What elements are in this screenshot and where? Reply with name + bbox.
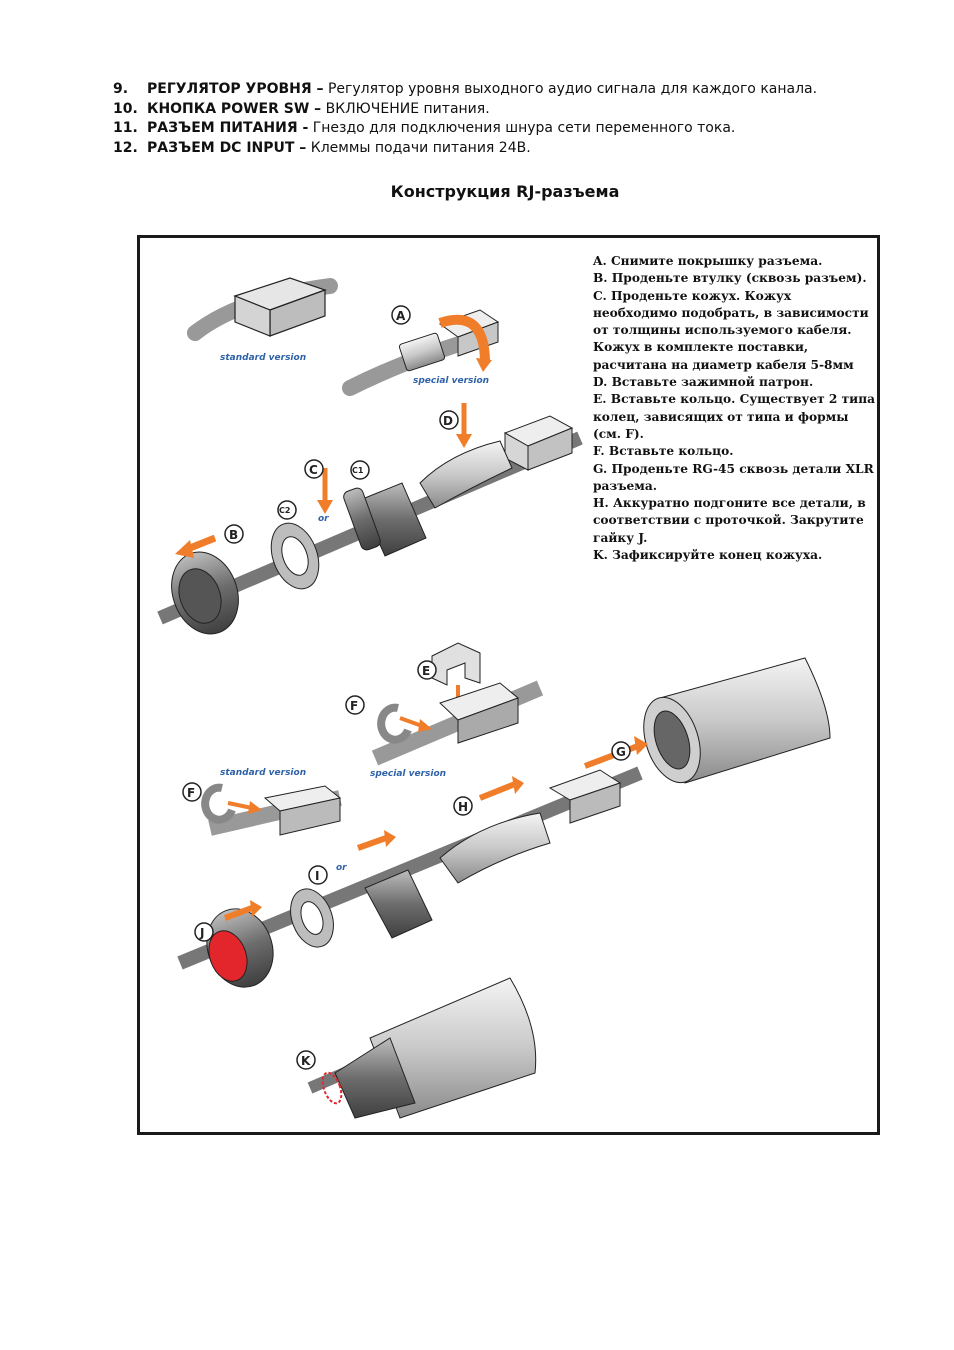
label-c1: C1 [352, 466, 364, 475]
item-description: Гнездо для подключения шнура сети переме… [308, 120, 736, 136]
caption-special-version-mid: special version [370, 769, 446, 779]
item-description: ВКЛЮЧЕНИЕ питания. [321, 100, 490, 117]
step-f: F. Вставьте кольцо. [593, 444, 734, 459]
caption-or: or [318, 514, 329, 524]
item-description: Регулятор уровня выходного аудио сигнала… [323, 81, 818, 97]
label-i: I [315, 869, 319, 883]
step-k: K. Зафиксируйте конец кожуха. [593, 548, 823, 563]
special-plug-step-a [342, 309, 500, 396]
label-b: B [229, 528, 238, 542]
step-g: G. Проденьте RG-45 сквозь детали XLR раз… [593, 461, 874, 493]
list-item: 12. РАЗЪЕМ DC INPUT – Клеммы подачи питан… [113, 139, 817, 159]
item-term: КНОПКА POWER SW – [147, 100, 322, 117]
label-c2: C2 [279, 506, 290, 515]
list-item: 10. КНОПКА POWER SW – ВКЛЮЧЕНИЕ питания. [113, 100, 817, 120]
exploded-assembly-bottom [177, 657, 831, 988]
caption-standard-version: standard version [220, 353, 306, 363]
special-version-ring-detail [371, 642, 544, 766]
label-d: D [443, 414, 453, 428]
item-number: 10. [113, 100, 138, 117]
standard-version-ring-detail [201, 783, 342, 836]
item-term: РАЗЪЕМ ПИТАНИЯ - [147, 120, 309, 136]
item-number: 11. [113, 120, 138, 136]
step-b: B. Проденьте втулку (сквозь разъем). [593, 271, 867, 286]
assembled-connector-k [307, 977, 537, 1119]
step-c: C. Проденьте кожух. Кожух необходимо под… [593, 288, 869, 372]
assembly-steps: A. Снимите покрышку разъема. B. Проденьт… [593, 253, 875, 564]
feature-list: 9. РЕГУЛЯТОР УРОВНЯ – Регулятор уровня вы… [113, 80, 817, 158]
item-number: 12. [113, 139, 138, 156]
item-number: 9. [113, 81, 129, 97]
label-a: A [396, 309, 406, 323]
list-item: 9. РЕГУЛЯТОР УРОВНЯ – Регулятор уровня вы… [113, 80, 817, 100]
label-e: E [422, 664, 430, 678]
step-a: A. Снимите покрышку разъема. [593, 254, 823, 268]
item-term: РЕГУЛЯТОР УРОВНЯ – [147, 81, 324, 97]
item-term: РАЗЪЕМ DC INPUT – [147, 139, 307, 156]
item-description: Клеммы подачи питания 24В. [306, 139, 531, 156]
caption-special-version: special version [413, 376, 489, 386]
step-h: H. Аккуратно подгоните все детали, в соо… [593, 496, 866, 545]
assembly-diagram: standard version special version A [157, 277, 831, 1119]
caption-or-2: or [336, 863, 347, 873]
exploded-assembly-top [157, 403, 583, 635]
step-d: D. Вставьте зажимной патрон. [593, 375, 814, 390]
label-f-standard: F [187, 786, 195, 800]
label-h: H [458, 800, 468, 814]
label-f: F [350, 699, 358, 713]
label-j: J [199, 926, 204, 940]
step-e: E. Вставьте кольцо. Существует 2 типа ко… [593, 392, 876, 441]
standard-plug-top [187, 277, 338, 341]
assembly-figure: standard version special version A [137, 235, 880, 1135]
label-k: K [301, 1054, 311, 1068]
label-g: G [616, 745, 626, 759]
section-title: Конструкция RJ-разъема [390, 182, 620, 201]
list-item: 11. РАЗЪЕМ ПИТАНИЯ - Гнездо для подключен… [113, 119, 817, 139]
caption-standard-version-mid: standard version [220, 768, 306, 778]
label-c: C [309, 463, 318, 477]
